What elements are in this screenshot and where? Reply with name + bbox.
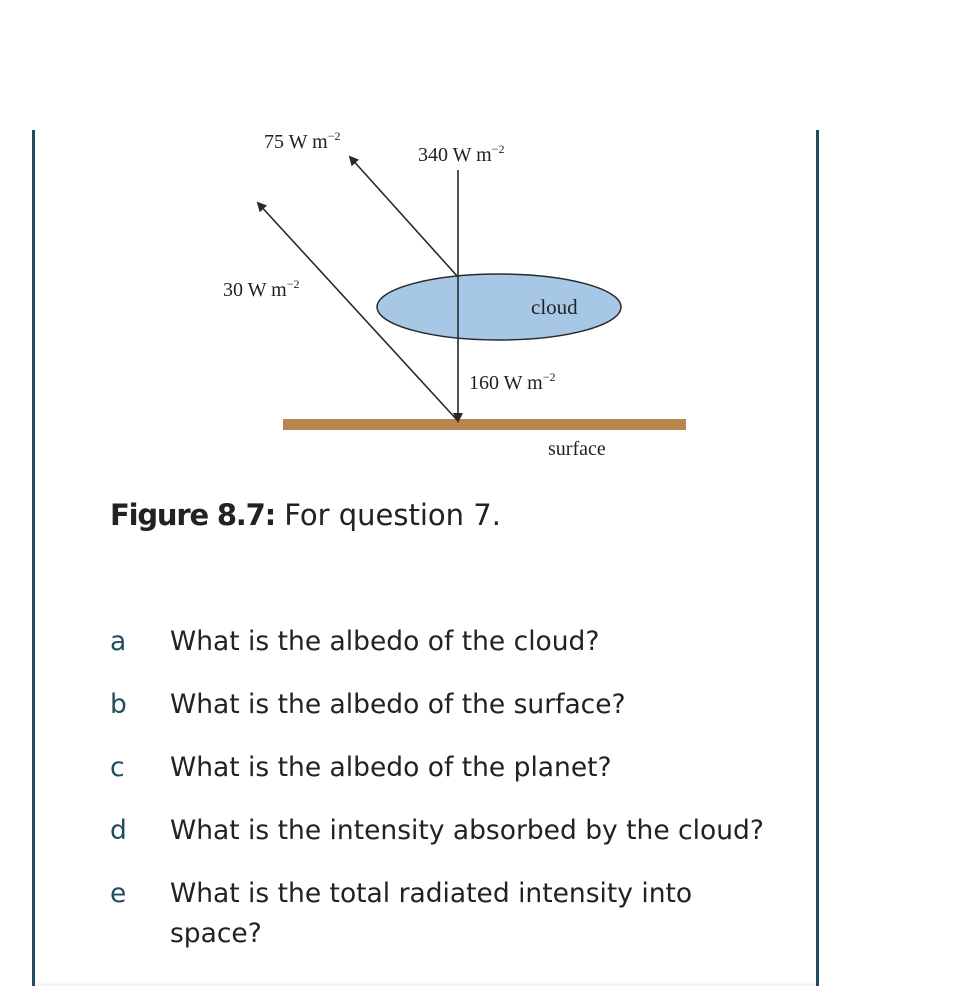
label-cloud: cloud [531,295,578,319]
question-text: What is the albedo of the planet? [170,752,612,783]
question-letter: c [110,752,125,783]
bottom-fade [35,980,816,986]
surface-reflected-arrow [256,201,459,422]
figure-caption: Figure 8.7: For question 7. [110,495,501,535]
question-letter: a [110,626,127,657]
caption-label: Figure 8.7: [110,498,276,532]
question-list: a What is the albedo of the cloud? b Wha… [110,622,800,975]
caption-text: For question 7. [275,498,501,532]
question-b: b What is the albedo of the surface? [110,685,800,727]
radiation-diagram: 75 W m−2 340 W m−2 30 W m−2 cloud 160 W … [223,129,686,460]
question-letter: e [110,878,127,909]
question-text: What is the albedo of the surface? [170,689,626,720]
left-border-rule [32,130,35,986]
label-cloud-reflected: 75 W m−2 [264,129,341,153]
question-letter: d [110,815,127,846]
right-border-rule [816,130,819,986]
cloud-ellipse [376,273,622,341]
question-d: d What is the intensity absorbed by the … [110,811,800,853]
label-surface-reflected: 30 W m−2 [223,277,300,301]
question-a: a What is the albedo of the cloud? [110,622,800,664]
question-text: What is the intensity absorbed by the cl… [170,815,764,846]
label-surface: surface [548,438,606,460]
surface-bar [283,419,686,430]
cloud-reflected-arrow [348,155,459,278]
question-text: What is the albedo of the cloud? [170,626,600,657]
label-incoming: 340 W m−2 [418,142,505,166]
question-c: c What is the albedo of the planet? [110,748,800,790]
question-e: e What is the total radiated intensity i… [110,874,800,954]
label-transmitted: 160 W m−2 [469,370,556,394]
question-text: What is the total radiated intensity int… [170,878,693,949]
question-letter: b [110,689,127,720]
